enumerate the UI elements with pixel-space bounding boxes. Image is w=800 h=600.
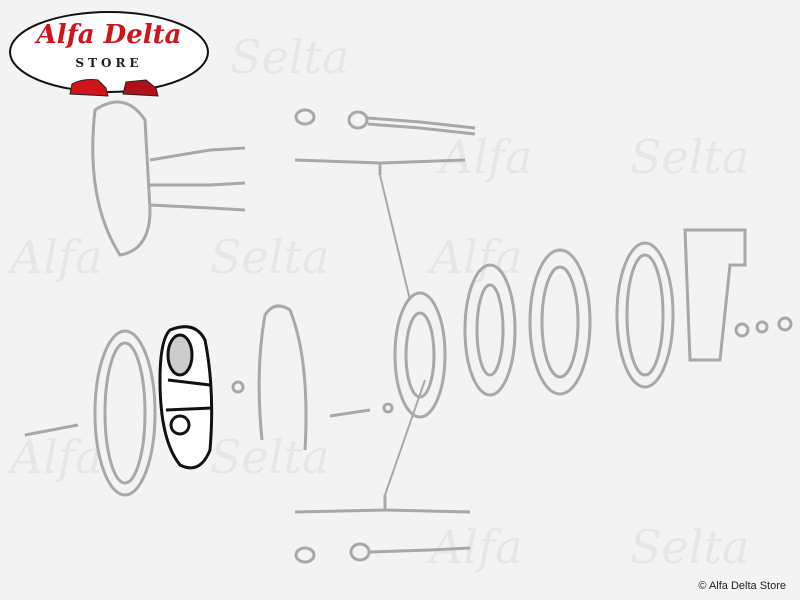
watermark: Alfa xyxy=(10,430,103,484)
highlighted-lens-part[interactable] xyxy=(158,325,214,470)
mounting-bracket xyxy=(683,228,747,362)
logo-title: Alfa Delta xyxy=(36,20,182,50)
watermark: Selta xyxy=(630,520,750,574)
watermark: Selta xyxy=(230,30,350,84)
watermark: Selta xyxy=(210,230,330,284)
watermark: Alfa xyxy=(440,130,533,184)
bulb-socket-bottom xyxy=(294,495,471,564)
copyright-notice: © Alfa Delta Store xyxy=(698,580,786,592)
lamp-housing xyxy=(393,291,447,419)
store-logo[interactable]: Alfa Delta STORE xyxy=(8,8,210,100)
watermark: Selta xyxy=(630,130,750,184)
assembled-tail-lamp xyxy=(91,100,246,257)
car-icon xyxy=(69,79,159,97)
gasket-strip xyxy=(257,304,308,451)
watermark: Alfa xyxy=(10,230,103,284)
logo-oval xyxy=(9,11,209,97)
lamp-rim xyxy=(24,329,157,497)
watermark: Selta xyxy=(210,430,330,484)
bulb-socket-top xyxy=(294,108,476,175)
gaskets-and-bezel xyxy=(463,241,675,397)
logo-subtitle: STORE xyxy=(75,56,143,70)
watermark: Alfa xyxy=(430,520,523,574)
